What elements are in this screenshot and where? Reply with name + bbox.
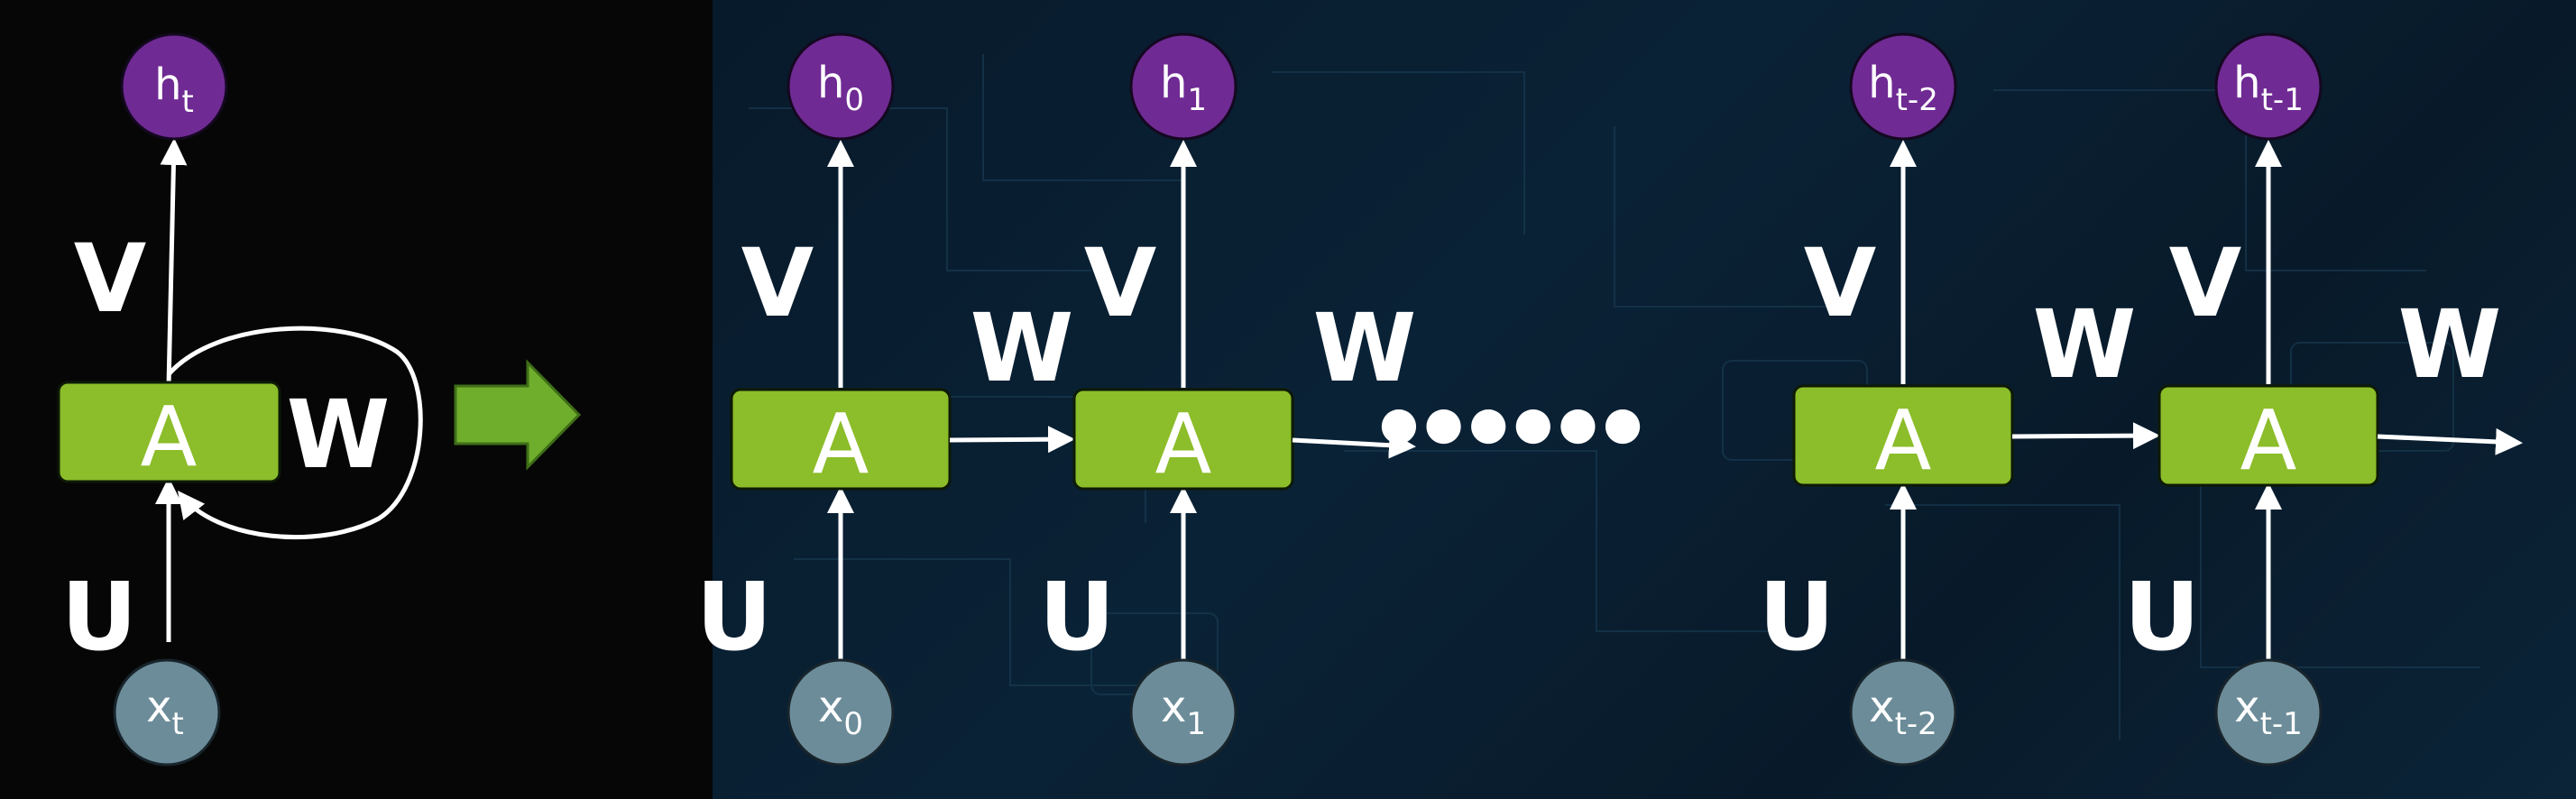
unrolled-output-label: ht-1: [2233, 58, 2304, 118]
unrolled-recurrent-arrow: [949, 426, 1075, 454]
unrolled-output-node: [2214, 32, 2323, 141]
folded-input-node: [113, 658, 221, 767]
unrolled-output-label: ht-2: [1868, 58, 1938, 118]
unrolled-cell-label: A: [2240, 392, 2297, 489]
folded-cell-label: A: [141, 389, 198, 485]
unrolled-input-weight-label: U: [1759, 562, 1835, 672]
unrolled-cell-label: A: [1155, 396, 1212, 492]
unrolled-input-node: [787, 658, 895, 767]
unrolled-recurrent-weight-label: W: [971, 293, 1074, 403]
folded-recurrent-weight-label: W: [287, 380, 391, 490]
folded-output-weight-label: V: [74, 224, 147, 334]
folded-input-weight-label: U: [61, 562, 137, 672]
unrolled-cell-box: [2157, 384, 2379, 487]
unrolled-output-node: [1129, 32, 1237, 141]
folded-recurrent-loop-arrow: [167, 326, 423, 540]
unrolled-output-label: h0: [817, 58, 864, 118]
unrolled-output-label: h1: [1160, 58, 1207, 118]
folded-output-arrow: [160, 138, 188, 387]
unrolled-output-weight-label: V: [741, 228, 814, 338]
unrolled-timestep: Ah1 x1 V U W: [1039, 32, 1417, 767]
unrolled-input-node: [2214, 658, 2323, 767]
unrolled-recurrent-arrow: [2377, 427, 2523, 455]
unrolled-input-node: [1849, 658, 1957, 767]
unrolled-input-node: [1129, 658, 1237, 767]
unrolled-output-weight-label: V: [1084, 228, 1157, 338]
unrolled-input-weight-label: U: [696, 562, 772, 672]
folded-output-label: ht: [154, 60, 194, 120]
unrolled-input-weight-label: U: [1039, 562, 1115, 672]
folded-rnn: A ht xt V U W: [57, 32, 423, 767]
unrolled-input-label: xt-1: [2234, 682, 2303, 742]
unrolled-recurrent-weight-label: W: [2398, 289, 2502, 400]
unrolled-cell-label: A: [1875, 392, 1932, 489]
unrolled-timestep: Ah0 x0 V U W: [696, 32, 1075, 767]
unrolled-recurrent-weight-label: W: [1313, 293, 1417, 403]
unrolled-timestep: Aht-2 xt-2 V U W: [1759, 32, 2160, 767]
unrolled-recurrent-weight-label: W: [2033, 289, 2137, 400]
unrolled-input-label: x0: [818, 682, 863, 742]
unrolled-input-label: x1: [1161, 682, 1206, 742]
unrolled-output-weight-label: V: [1804, 228, 1877, 338]
unrolled-recurrent-arrow: [1292, 431, 1416, 459]
unrolled-input-label: xt-2: [1869, 682, 1937, 742]
unrolled-timestep: Aht-1 xt-1 V U W: [2124, 32, 2523, 767]
unrolled-cell-box: [1072, 388, 1294, 491]
unrolled-input-weight-label: U: [2124, 562, 2200, 672]
unroll-transform-arrow: [454, 359, 582, 471]
sequence-ellipsis: ●●●●●●: [1379, 397, 1648, 449]
folded-output-node: [120, 32, 228, 141]
folded-input-label: xt: [146, 682, 184, 742]
unrolled-output-weight-label: V: [2169, 228, 2242, 338]
unrolled-output-node: [787, 32, 895, 141]
folded-cell-box: [57, 381, 281, 483]
unrolled-cell-label: A: [813, 396, 869, 492]
unrolled-output-node: [1849, 32, 1957, 141]
circuit-texture: [749, 54, 2480, 739]
